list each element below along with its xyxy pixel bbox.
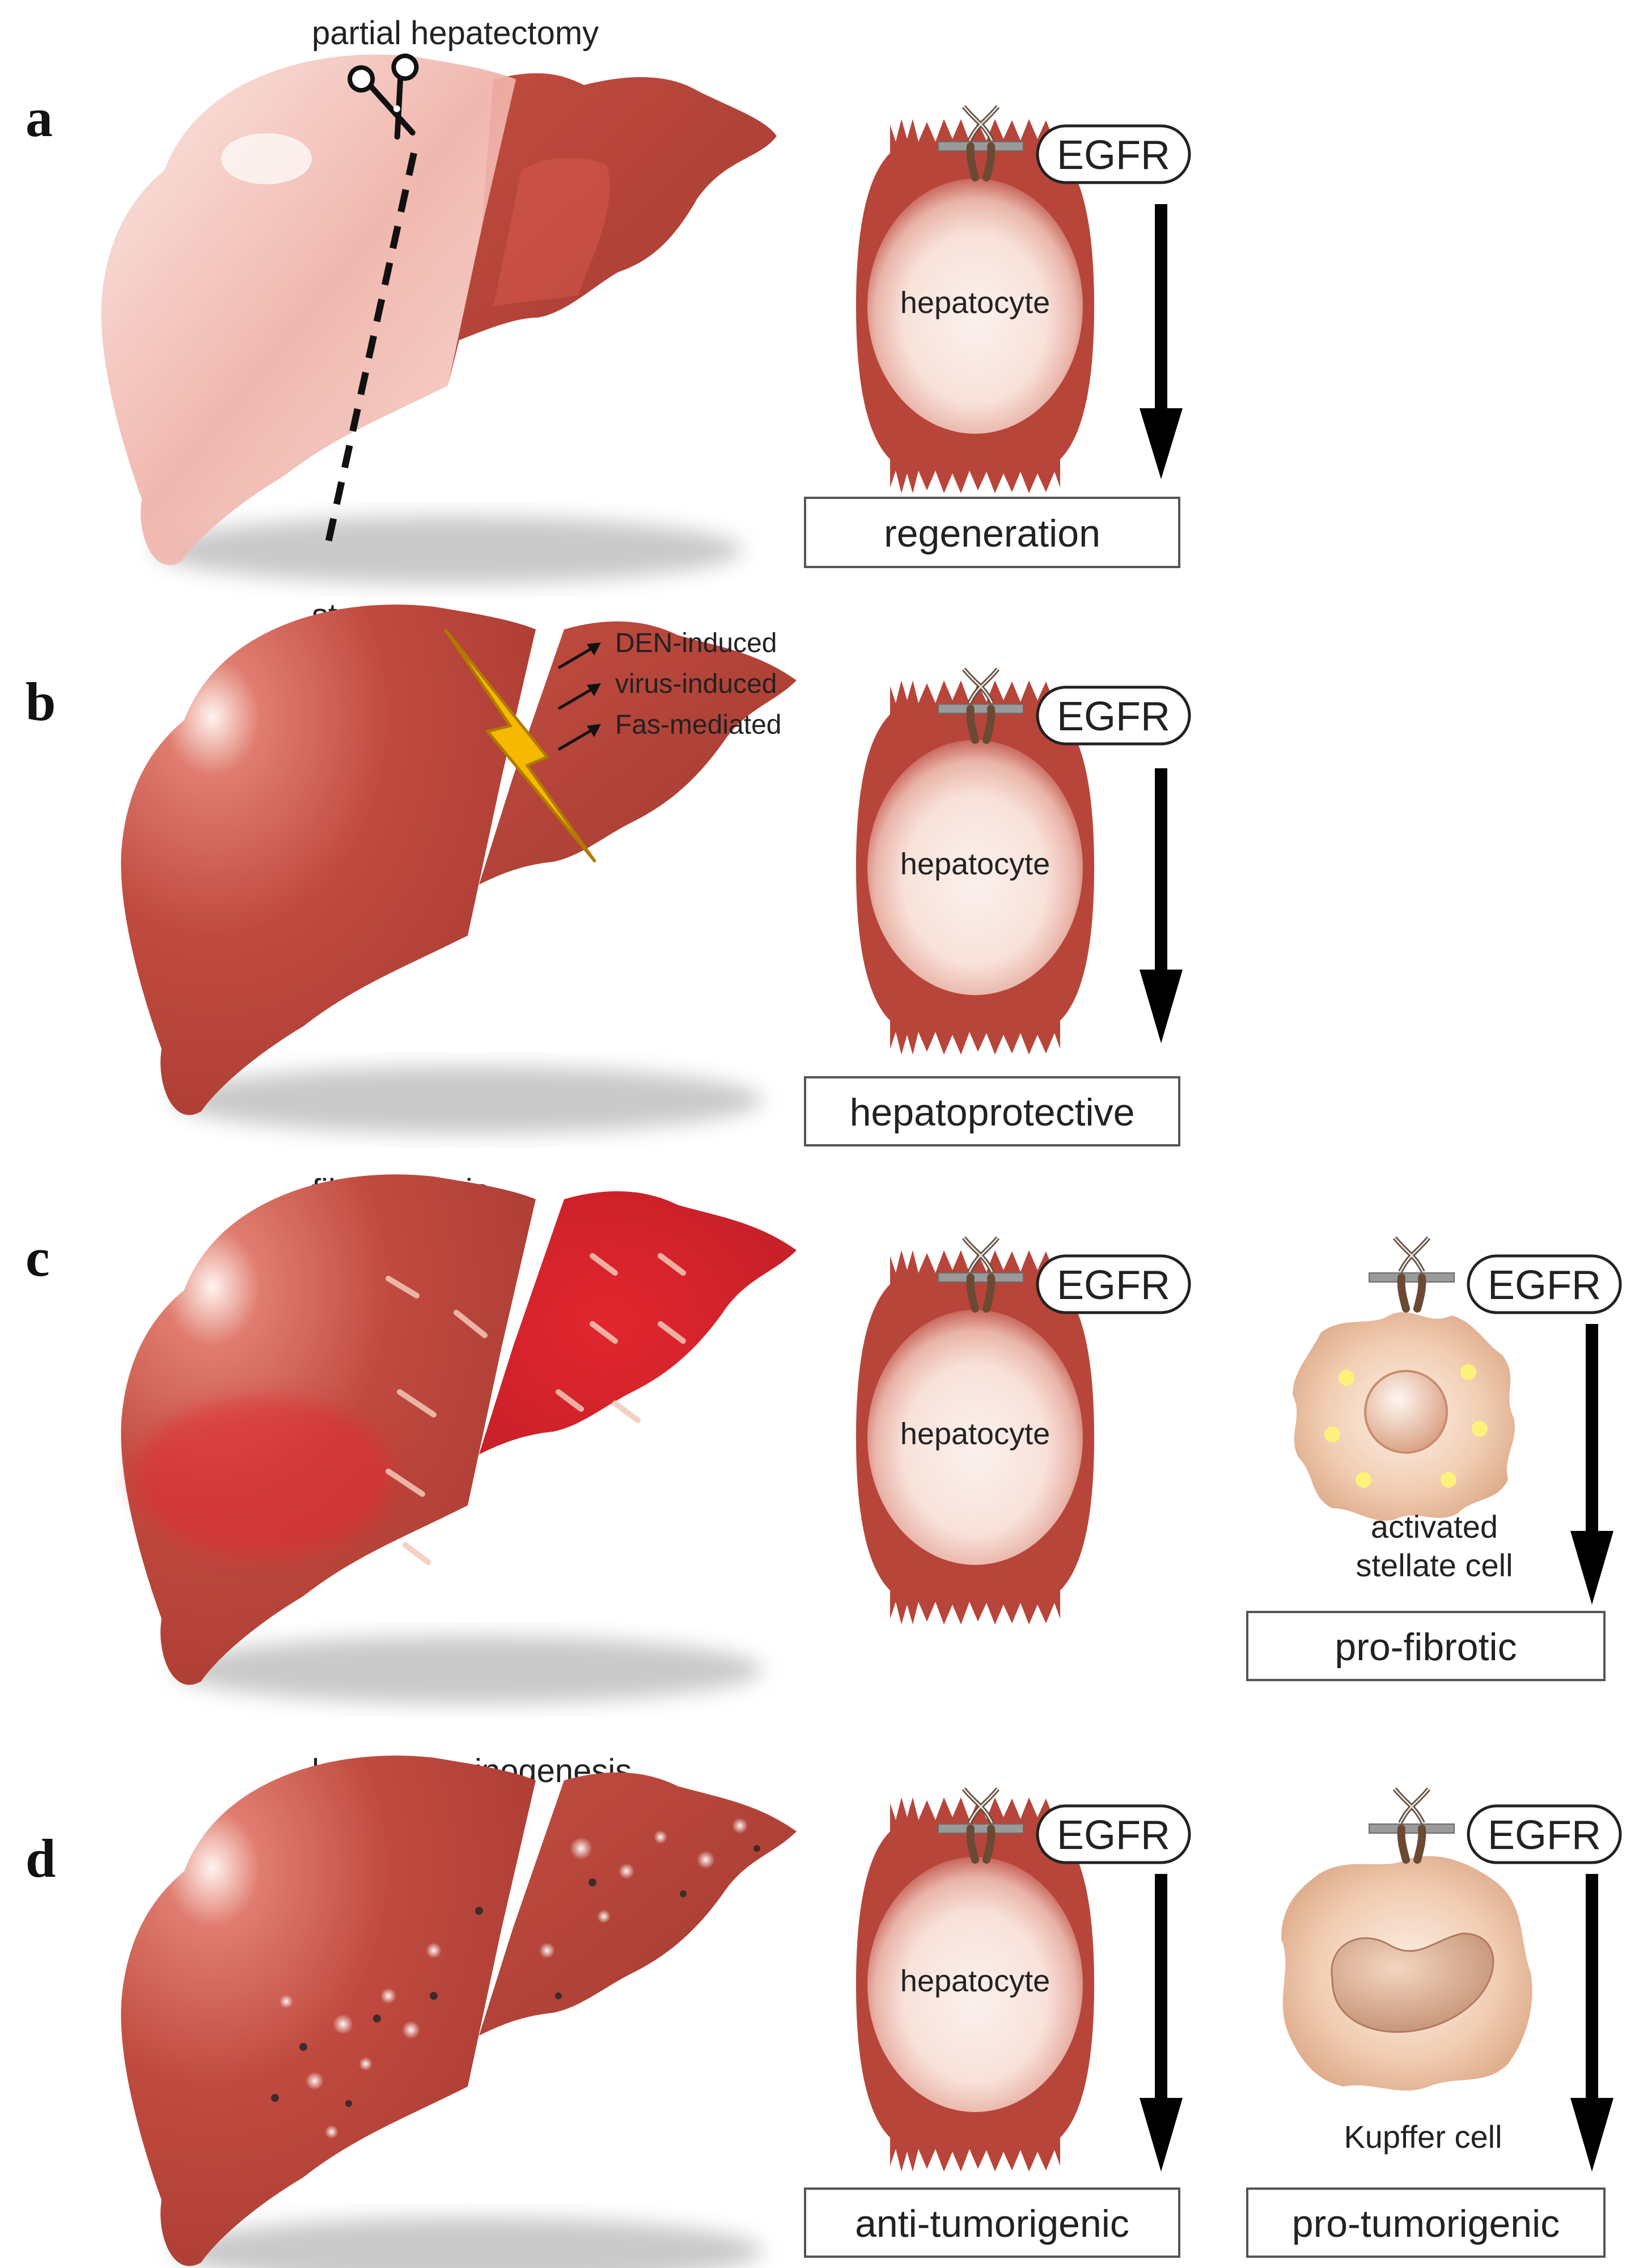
egfr-label: EGFR — [1057, 133, 1170, 178]
liver-fibrotic — [121, 1174, 797, 1704]
hepatocyte-label: hepatocyte — [900, 1964, 1050, 1998]
outcome-label: pro-fibrotic — [1335, 1626, 1517, 1669]
hepatocyte-label: hepatocyte — [900, 286, 1050, 320]
egfr-label: EGFR — [1488, 1813, 1601, 1858]
outcome-box — [804, 2187, 1180, 2258]
liver-resected — [101, 54, 777, 584]
arrow-down-icon — [1140, 1874, 1183, 2172]
kupffer-label: Kupffer cell — [1344, 2119, 1502, 2155]
stress-type: virus-induced — [615, 669, 777, 699]
scissors-icon — [348, 53, 419, 140]
egfr-badge — [1036, 1804, 1191, 1864]
panel-a: a partial hepatectomy hepatocyte EGFR — [26, 15, 1191, 584]
outcome-box — [804, 497, 1180, 568]
hepatocyte-b: hepatocyte — [856, 680, 1094, 1055]
egfr-receptor-icon — [1369, 1238, 1454, 1309]
arrow-down-icon — [1570, 1324, 1613, 1605]
stress-type: DEN-induced — [615, 628, 777, 658]
arrow-down-icon — [1140, 768, 1183, 1043]
arrow-down-icon — [1140, 204, 1183, 479]
liver-stressed — [121, 604, 797, 1134]
outcome-box — [1246, 1611, 1606, 1681]
cut-line — [323, 152, 417, 554]
hepatocyte-label: hepatocyte — [900, 1417, 1050, 1451]
outcome-box — [804, 1076, 1180, 1146]
egfr-badge — [1036, 686, 1191, 746]
egfr-badge — [1467, 1254, 1622, 1314]
egfr-label: EGFR — [1057, 1813, 1170, 1858]
panel-c: c fibrogenesis hepatocyte EGFR — [26, 1173, 1622, 1704]
tumor-nodules — [271, 1818, 760, 2139]
egfr-receptor-icon — [1369, 1789, 1454, 1860]
stellate-label-line1: activated — [1371, 1509, 1498, 1545]
outcome-box — [1246, 2187, 1606, 2258]
egfr-badge — [1467, 1804, 1622, 1864]
panel-d: d hepatocarcinogenesis — [26, 1753, 1622, 2268]
caption-partial-hepatectomy: partial hepatectomy — [312, 15, 599, 52]
fibrosis-streaks — [386, 1253, 686, 1565]
panel-b: b stress DEN-induced virus-induced Fas-m… — [26, 597, 1191, 1146]
lightning-icon — [443, 628, 597, 863]
hepatocyte-c: hepatocyte — [856, 1250, 1094, 1624]
hepatocyte-label: hepatocyte — [900, 847, 1050, 881]
egfr-badge — [1036, 1254, 1191, 1314]
panel-letter-c: c — [26, 1227, 50, 1288]
outcome-label: pro-tumorigenic — [1292, 2202, 1560, 2245]
stress-type-list: DEN-induced virus-induced Fas-mediated — [557, 628, 781, 751]
stellate-cell — [1291, 1311, 1517, 1522]
egfr-label: EGFR — [1057, 1263, 1170, 1308]
hepatocyte-a: hepatocyte — [856, 119, 1094, 493]
egfr-badge — [1036, 124, 1191, 184]
panel-letter-d: d — [26, 1828, 56, 1889]
egfr-label: EGFR — [1488, 1263, 1601, 1308]
outcome-label: hepatoprotective — [850, 1091, 1135, 1134]
outcome-label: anti-tumorigenic — [855, 2202, 1129, 2245]
hepatocyte-d: hepatocyte — [856, 1797, 1094, 2172]
panel-letter-a: a — [26, 87, 53, 148]
stress-type: Fas-mediated — [615, 710, 781, 740]
arrow-down-icon — [1570, 1874, 1613, 2172]
panel-letter-b: b — [26, 671, 56, 732]
outcome-label: regeneration — [884, 512, 1100, 555]
kupffer-cell — [1280, 1855, 1534, 2092]
egfr-label: EGFR — [1057, 694, 1170, 739]
stellate-label-line2: stellate cell — [1356, 1547, 1513, 1583]
liver-tumorous — [121, 1755, 797, 2268]
